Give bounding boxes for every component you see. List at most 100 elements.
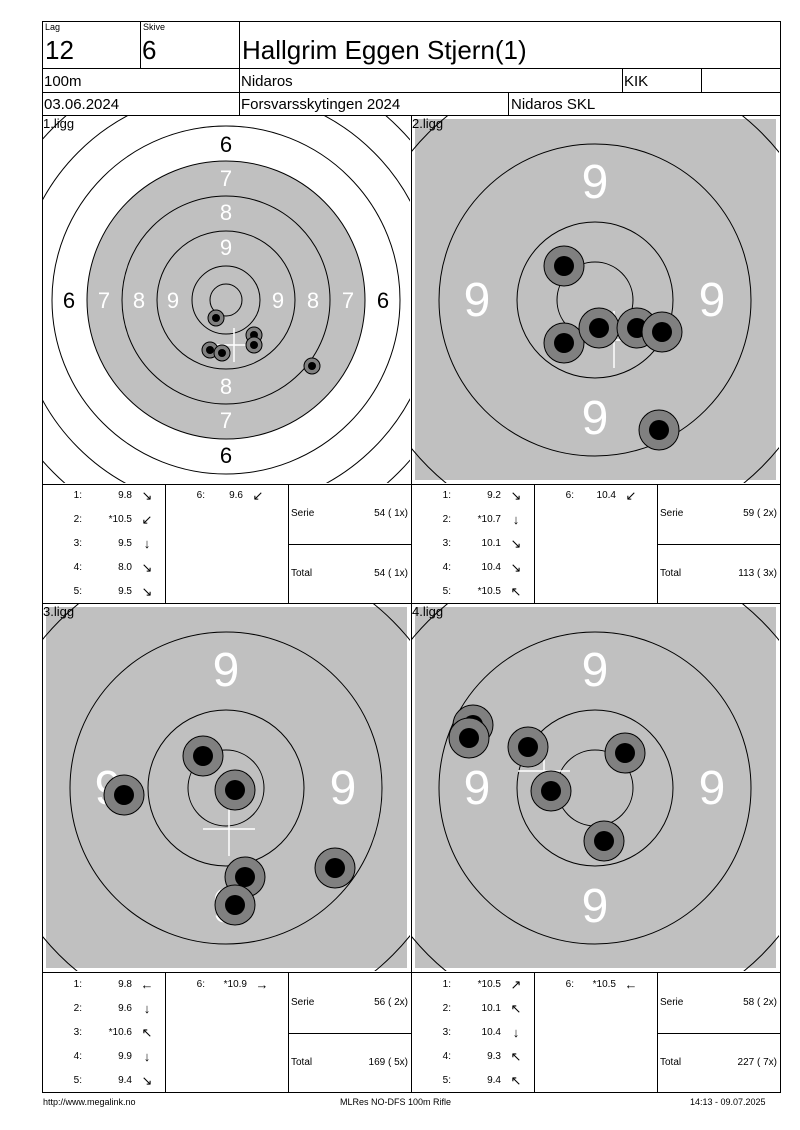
shot-row: 1:9.2↘ (421, 489, 531, 502)
shot-row: 4:9.3↖ (421, 1050, 531, 1063)
ring-label: 9 (699, 274, 726, 327)
target-2-svg: 9 9 9 9 (412, 116, 779, 483)
shot-row: 2:*10.7↓ (421, 511, 531, 527)
ring-label: 9 (464, 762, 491, 815)
ring-label: 8 (220, 200, 232, 225)
shot-row: 6:*10.9→ (175, 976, 277, 992)
footer-software: MLRes NO-DFS 100m Rifle (340, 1097, 452, 1107)
shot-holes (543, 245, 683, 451)
event: Forsvarsskytingen 2024 (241, 96, 401, 113)
shot-row: 1:*10.5↗ (421, 976, 531, 992)
series-label: 4.ligg (412, 604, 444, 619)
shot-holes (103, 735, 356, 926)
shot-row: 3:*10.6↖ (52, 1024, 162, 1040)
ring-label: 9 (167, 288, 179, 313)
direction-arrow-icon: ↖ (510, 1000, 522, 1016)
club: Nidaros (241, 73, 293, 90)
date: 03.06.2024 (44, 96, 120, 113)
direction-arrow-icon: ← (140, 976, 154, 992)
direction-arrow-icon: ↘ (141, 559, 153, 575)
direction-arrow-icon: ↓ (143, 1048, 151, 1064)
target-1: 6 7 8 9 8 7 6 6 7 8 9 9 8 7 6 1.ligg (43, 116, 410, 483)
shot-row: 5:*10.5↖ (421, 585, 531, 598)
ring-label: 6 (377, 288, 389, 313)
direction-arrow-icon: ↗ (510, 976, 522, 992)
target-3-svg: 9 9 9 9 (43, 604, 410, 971)
distance: 100m (44, 73, 82, 90)
ring-label: 7 (220, 166, 232, 191)
club-code: KIK (624, 73, 649, 90)
ring-label: 8 (307, 288, 319, 313)
shot-row: 6:10.4↙ (544, 489, 646, 502)
direction-arrow-icon: ↙ (252, 487, 264, 503)
ring-label: 9 (699, 762, 726, 815)
footer-timestamp: 14:13 - 09.07.2025 (690, 1097, 766, 1107)
skive-label: Skive (143, 22, 166, 32)
target-1-svg: 6 7 8 9 8 7 6 6 7 8 9 9 8 7 6 (43, 116, 410, 483)
shot-row: 4:10.4↘ (421, 559, 531, 575)
shot-row: 5:9.4↖ (421, 1072, 531, 1088)
direction-arrow-icon: ↘ (510, 535, 522, 551)
ring-label: 6 (220, 132, 232, 157)
shot-row: 6:*10.5← (544, 978, 646, 991)
ring-label: 6 (220, 443, 232, 468)
direction-arrow-icon: ↓ (512, 1024, 520, 1040)
ring-label: 9 (582, 880, 609, 933)
shot-holes (201, 309, 321, 375)
direction-arrow-icon: ↖ (141, 1024, 153, 1040)
target-2-black-area (415, 119, 776, 480)
direction-arrow-icon: ↓ (512, 511, 520, 527)
direction-arrow-icon: ↖ (510, 1072, 522, 1088)
direction-arrow-icon: ↓ (143, 1000, 151, 1016)
ring-label: 9 (582, 644, 609, 697)
target-2: 9 9 9 9 2.ligg (412, 116, 779, 483)
shot-row: 4:8.0↘ (52, 559, 162, 575)
shot-row: 2:9.6↓ (52, 1000, 162, 1016)
direction-arrow-icon: ↘ (141, 1072, 153, 1088)
shot-row: 6:9.6↙ (175, 487, 273, 503)
target-1-black-area (86, 160, 366, 440)
footer-url[interactable]: http://www.megalink.no (43, 1097, 136, 1107)
target-4-black-area (415, 607, 776, 968)
direction-arrow-icon: ↘ (141, 487, 153, 503)
series-label: 3.ligg (43, 604, 75, 619)
ring-label: 9 (220, 235, 232, 260)
direction-arrow-icon: ↘ (510, 559, 522, 575)
ring-label: 6 (63, 288, 75, 313)
shot-row: 2:*10.5↙ (52, 513, 162, 526)
direction-arrow-icon: ↓ (143, 535, 151, 551)
shot-holes (448, 704, 646, 862)
shot-row: 2:10.1↖ (421, 1000, 531, 1016)
shot-row: 3:10.1↘ (421, 535, 531, 551)
target-3: 9 9 9 9 3.ligg (43, 604, 410, 971)
direction-arrow-icon: ↘ (141, 583, 153, 599)
shot-row: 1:9.8← (52, 976, 162, 992)
shooter-name: Hallgrim Eggen Stjern(1) (242, 35, 527, 65)
shot-row: 3:9.5↓ (52, 535, 162, 551)
lag-label: Lag (45, 22, 61, 32)
ring-label: 8 (133, 288, 145, 313)
shot-row: 4:9.9↓ (52, 1048, 162, 1064)
shot-row: 3:10.4↓ (421, 1024, 531, 1040)
ring-label: 9 (464, 274, 491, 327)
series-label: 1.ligg (43, 116, 75, 131)
ring-label: 9 (330, 762, 357, 815)
organizer: Nidaros SKL (511, 96, 596, 113)
direction-arrow-icon: → (255, 976, 269, 992)
target-4-svg: 9 9 9 9 (412, 604, 779, 971)
target-4: 9 9 9 9 4.ligg (412, 604, 779, 971)
skive-value: 6 (142, 35, 157, 65)
ring-label: 9 (582, 392, 609, 445)
shot-row: 1:9.8↘ (52, 487, 162, 503)
shot-row: 5:9.5↘ (52, 583, 162, 599)
ring-label: 7 (220, 408, 232, 433)
ring-label: 9 (272, 288, 284, 313)
